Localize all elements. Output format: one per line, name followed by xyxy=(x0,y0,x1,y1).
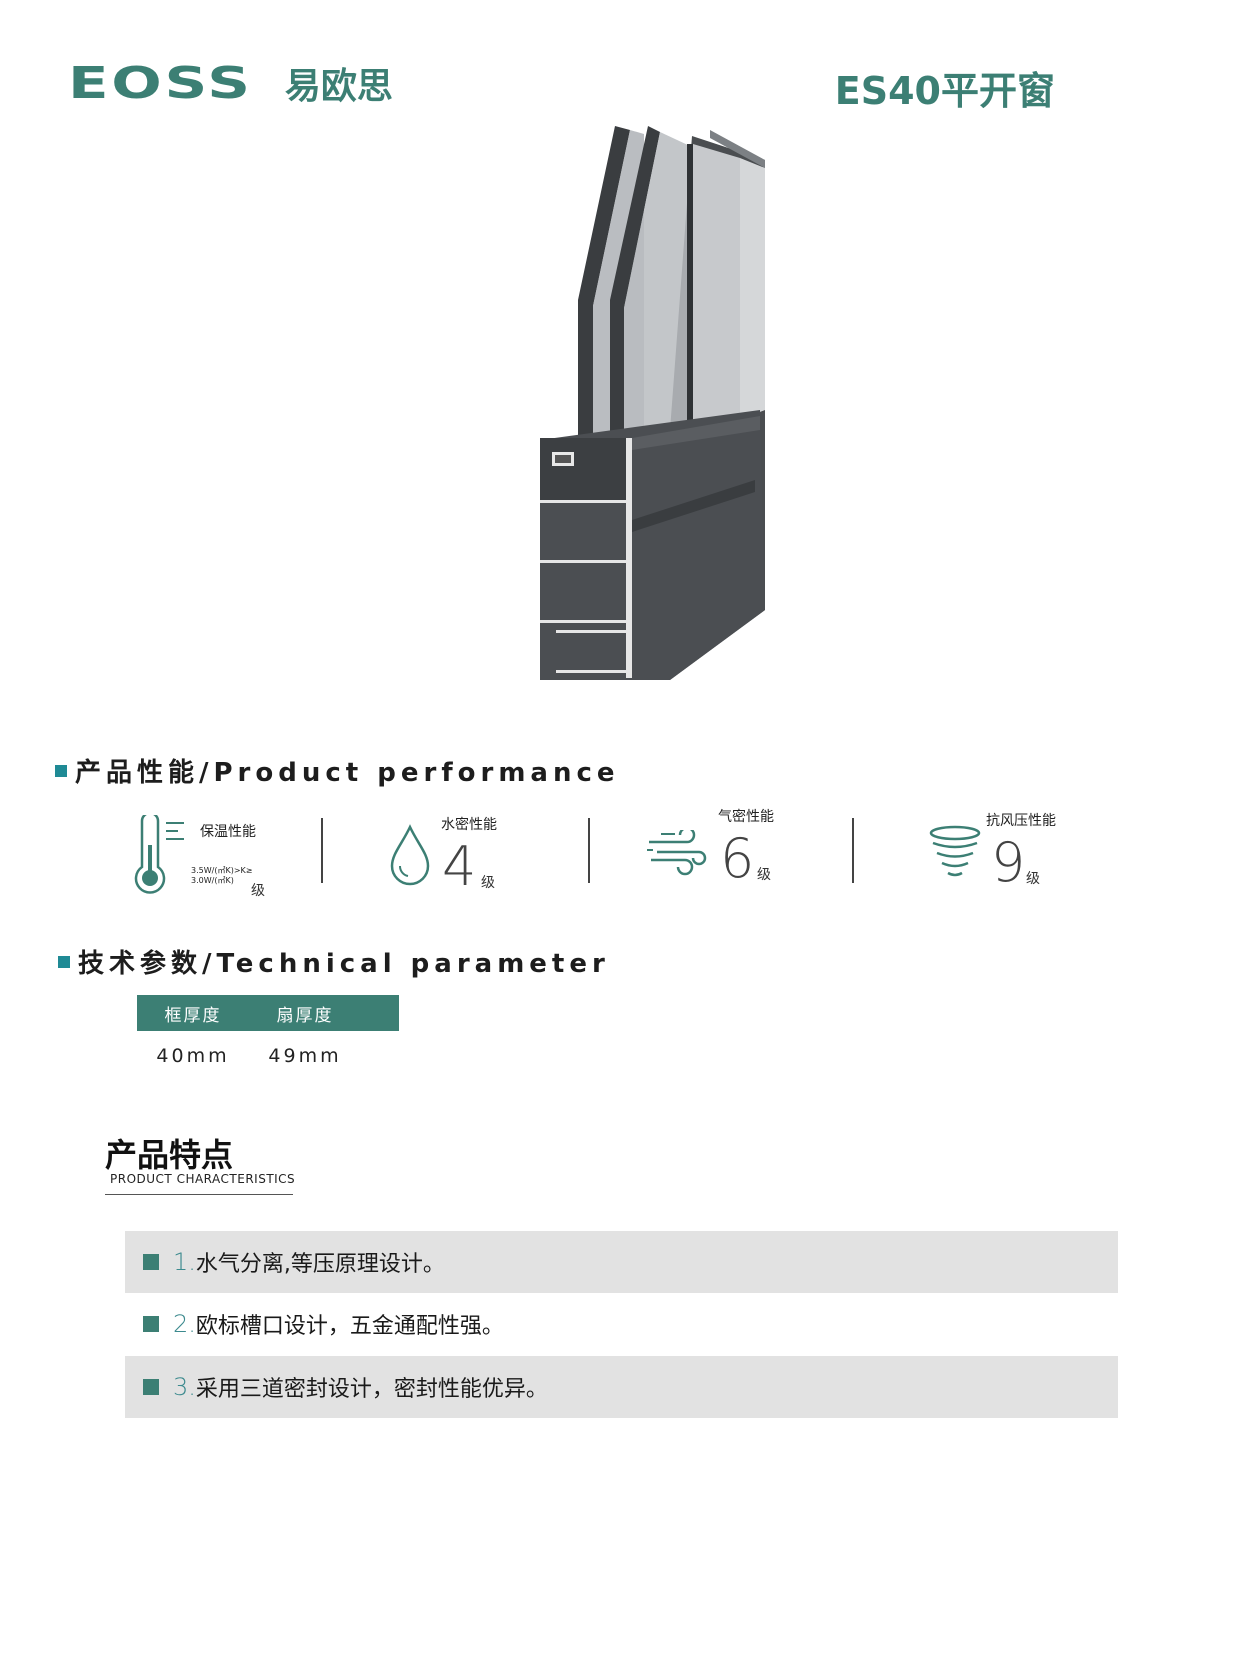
feature-number: 3. xyxy=(173,1373,196,1401)
characteristics-underline xyxy=(105,1194,293,1195)
column-sash-thickness: 扇厚度 xyxy=(276,1005,334,1026)
technical-heading-text: 技术参数/Technical parameter xyxy=(78,949,610,979)
brand-latin: EOSS xyxy=(68,57,253,109)
performance-heading-text: 产品性能/Product performance xyxy=(75,758,620,788)
feature-number: 1. xyxy=(173,1248,196,1276)
parameter-table: 框厚度 扇厚度 40mm 49mm xyxy=(137,995,399,1067)
bullet-square xyxy=(143,1316,159,1332)
performance-heading: 产品性能/Product performance xyxy=(55,752,620,789)
divider xyxy=(588,818,590,883)
water-value: 4 xyxy=(442,835,477,898)
feature-item: 3. 采用三道密封设计，密封性能优异。 xyxy=(125,1356,1118,1418)
characteristics-subtitle: PRODUCT CHARACTERISTICS xyxy=(110,1172,296,1186)
thermal-title: 保温性能 xyxy=(200,824,256,840)
air-value: 6 xyxy=(720,827,755,890)
characteristics-title: 产品特点 xyxy=(105,1136,234,1174)
model-title: ES40平开窗 xyxy=(834,69,1055,113)
brand-chinese: 易欧思 xyxy=(284,66,393,107)
heading-square xyxy=(55,764,67,777)
feature-text: 水气分离,等压原理设计。 xyxy=(195,1252,445,1277)
wind-pressure-unit: 级 xyxy=(1026,871,1040,887)
wind-pressure-title: 抗风压性能 xyxy=(986,813,1056,829)
water-unit: 级 xyxy=(481,875,495,891)
divider xyxy=(852,818,854,883)
frame-thickness-value: 40mm xyxy=(156,1045,230,1067)
column-frame-thickness: 框厚度 xyxy=(164,1005,222,1026)
brand-logo: EOSS 易欧思 xyxy=(68,57,393,109)
heading-square xyxy=(58,955,70,968)
thermal-value-line2: 3.0W/(㎡K) xyxy=(191,876,234,885)
bullet-square xyxy=(143,1379,159,1395)
feature-text: 欧标槽口设计，五金通配性强。 xyxy=(195,1314,504,1339)
tornado-icon xyxy=(928,825,982,881)
window-profile-illustration xyxy=(540,126,765,680)
feature-item: 1. 水气分离,等压原理设计。 xyxy=(125,1231,1118,1293)
feature-text: 采用三道密封设计，密封性能优异。 xyxy=(195,1377,548,1402)
feature-item: 2. 欧标槽口设计，五金通配性强。 xyxy=(125,1293,1118,1355)
air-unit: 级 xyxy=(757,867,771,883)
air-title: 气密性能 xyxy=(718,809,774,825)
feature-number: 2. xyxy=(173,1310,196,1338)
technical-heading: 技术参数/Technical parameter xyxy=(58,943,610,980)
thermal-value-line1: 3.5W/(㎡K)>K≥ xyxy=(191,866,253,875)
water-drop-icon xyxy=(388,824,432,886)
thermometer-icon xyxy=(128,811,188,895)
bullet-square xyxy=(143,1254,159,1270)
water-title: 水密性能 xyxy=(441,817,497,833)
sash-thickness-value: 49mm xyxy=(268,1045,342,1067)
parameter-table-header: 框厚度 扇厚度 xyxy=(137,995,399,1031)
divider xyxy=(321,818,323,883)
parameter-table-row: 40mm 49mm xyxy=(137,1045,399,1067)
wind-pressure-value: 9 xyxy=(991,831,1026,894)
wind-icon xyxy=(647,826,707,876)
thermal-unit: 级 xyxy=(251,883,265,899)
